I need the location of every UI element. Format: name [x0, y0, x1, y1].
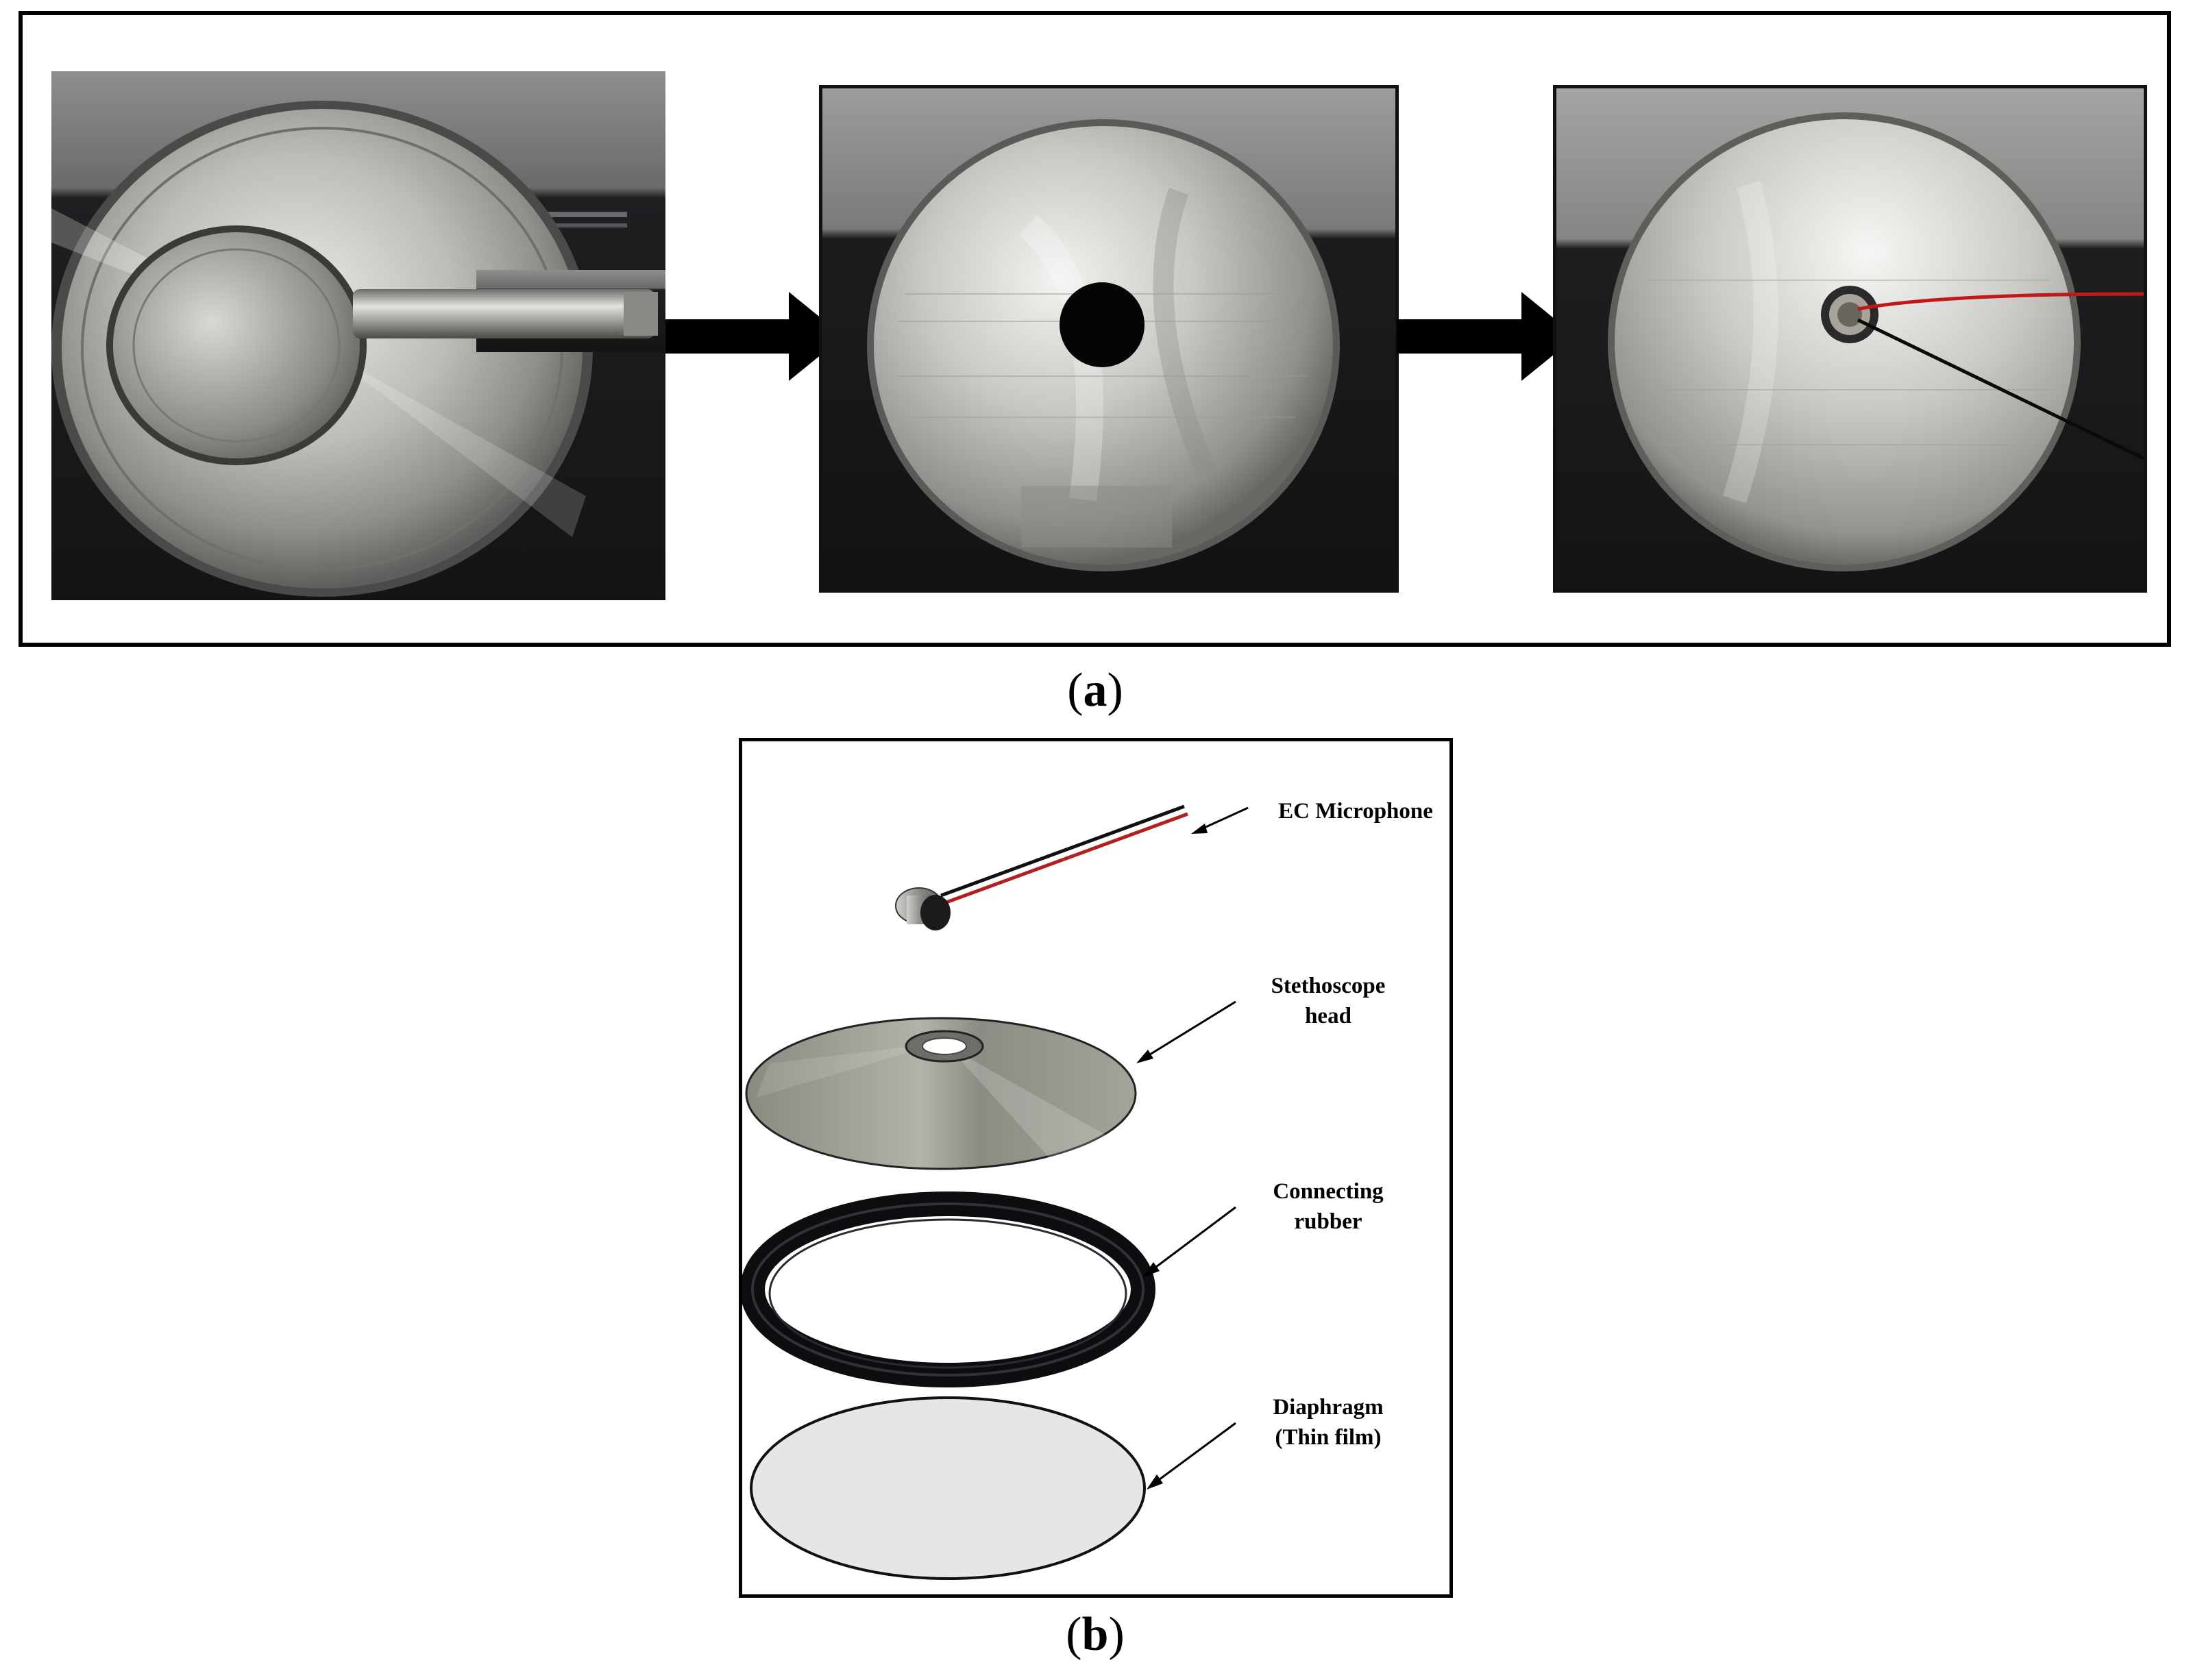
- callout-diaphragm-line2: (Thin film): [1275, 1425, 1382, 1450]
- callout-arrow-microphone: [1191, 806, 1249, 834]
- panel-label-a: (a): [1027, 663, 1164, 718]
- callout-diaphragm: Diaphragm (Thin film): [1236, 1392, 1421, 1453]
- stethoscope-head-illustration: [745, 1017, 1137, 1170]
- callout-stethoscope-head-line1: Stethoscope: [1271, 974, 1386, 998]
- figure-panel-b: EC Microphone Stethoscope head Connectin…: [739, 738, 1453, 1598]
- callout-ec-microphone-line1: EC Microphone: [1278, 799, 1433, 824]
- exploded-view-diagram: [742, 804, 1249, 1580]
- process-arrow-2: [1397, 292, 1576, 381]
- ec-microphone-illustration: [895, 804, 1188, 930]
- label-b-paren-close: ): [1108, 1608, 1125, 1661]
- photo-stethoscope-head-with-hole: [819, 85, 1399, 593]
- label-a-paren-open: (: [1067, 664, 1084, 717]
- callout-arrow-rubber: [1143, 1206, 1236, 1277]
- callout-arrow-head: [1136, 1000, 1236, 1063]
- label-b-paren-open: (: [1066, 1608, 1082, 1661]
- callout-stethoscope-head: Stethoscope head: [1236, 971, 1421, 1031]
- label-a-paren-close: ): [1107, 664, 1123, 717]
- callout-connecting-rubber-line2: rubber: [1294, 1209, 1362, 1234]
- callout-ec-microphone: EC Microphone: [1263, 796, 1448, 826]
- callout-connecting-rubber: Connecting rubber: [1236, 1176, 1421, 1237]
- label-b-letter: b: [1081, 1608, 1109, 1661]
- process-arrow-1: [665, 292, 844, 381]
- photo-stethoscope-head-with-stem: [51, 71, 665, 600]
- diaphragm-illustration: [750, 1396, 1146, 1580]
- callout-connecting-rubber-line1: Connecting: [1273, 1179, 1384, 1204]
- panel-label-b: (b): [1027, 1607, 1164, 1662]
- figure-panel-a: [19, 11, 2171, 647]
- label-a-letter: a: [1083, 664, 1107, 717]
- callout-stethoscope-head-line2: head: [1305, 1004, 1351, 1028]
- callout-diaphragm-line1: Diaphragm: [1273, 1395, 1384, 1420]
- callout-arrow-diaphragm: [1147, 1422, 1236, 1490]
- photo-stethoscope-head-with-microphone: [1553, 85, 2147, 593]
- connecting-rubber-illustration: [742, 1191, 1155, 1387]
